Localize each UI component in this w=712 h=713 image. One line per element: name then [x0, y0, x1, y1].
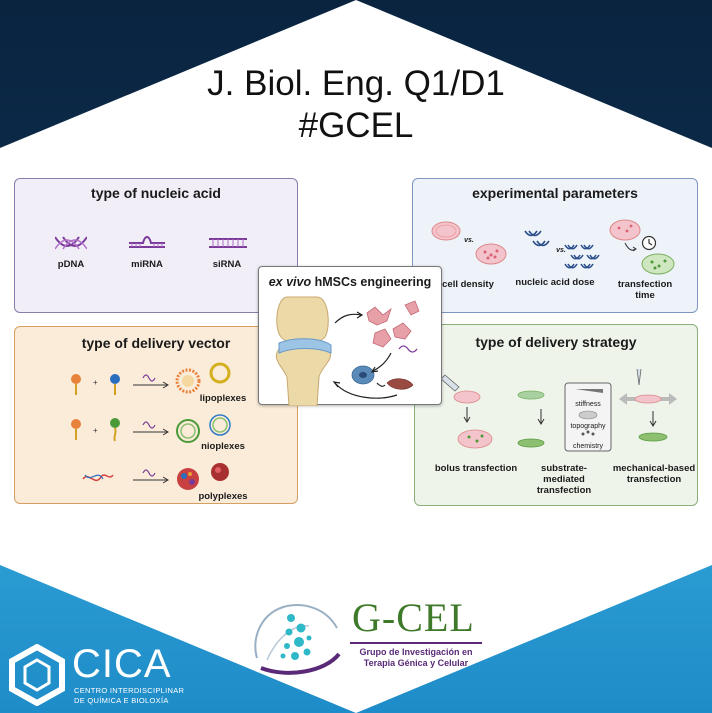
- center-title: ex vivo hMSCs engineering: [268, 275, 432, 289]
- substrate-option: topography: [570, 423, 606, 430]
- nucleic-acid-label: miRNA: [131, 259, 163, 270]
- dna-helix-icon: [55, 236, 87, 250]
- svg-text:+: +: [93, 378, 98, 387]
- gcel-divider: [350, 642, 482, 644]
- panel-delivery-vector: type of delivery vector + +: [14, 326, 298, 504]
- panel-delivery-strategy: type of delivery strategy stiffness topo…: [414, 324, 698, 506]
- cica-logo-text: CICA: [72, 642, 172, 686]
- culture-dish-icon: [475, 243, 507, 265]
- sirna-duplex-icon: [209, 238, 247, 248]
- gcel-logo-text: G-CEL: [352, 595, 475, 640]
- panel-experimental-parameters: experimental parameters vs. cell density…: [412, 178, 698, 313]
- clock-icon: [641, 235, 657, 251]
- substrate-option: chemistry: [573, 443, 603, 450]
- cica-hexagon-icon: [9, 644, 65, 706]
- gcel-subtitle-2: Terapia Génica y Celular: [363, 658, 469, 668]
- vector-label: nioplexes: [201, 441, 245, 452]
- svg-text:+: +: [93, 426, 98, 435]
- dna-small-icon: [524, 230, 550, 247]
- panel-title: experimental parameters: [472, 185, 638, 201]
- header-line-1: J. Biol. Eng. Q1/D1: [207, 64, 505, 103]
- joint-and-cells-illustration: [275, 296, 420, 406]
- vector-diagram: + +: [71, 362, 231, 490]
- center-hmscs-engineering: ex vivo hMSCs engineering: [258, 266, 442, 406]
- vs-label: vs.: [556, 247, 566, 254]
- gcel-subtitle-1: Grupo de Investigación en: [359, 647, 473, 657]
- panel-nucleic-acid: type of nucleic acid pDNA miRNA siRNA: [14, 178, 298, 313]
- dna-many-icon: [564, 244, 600, 269]
- strategy-label: mechanical-based transfection: [612, 463, 696, 485]
- nucleic-acid-label: siRNA: [212, 259, 242, 270]
- cica-subtitle-2: DE QUÍMICA E BIOLOXÍA: [74, 696, 169, 705]
- panel-title: type of nucleic acid: [91, 185, 221, 201]
- strategy-label: bolus transfection: [434, 463, 518, 474]
- culture-dish-green-icon: [641, 253, 675, 275]
- culture-dish-icon: [431, 221, 461, 241]
- nucleic-acid-label: pDNA: [57, 259, 85, 270]
- arrow-down-icon: [624, 242, 637, 252]
- parameter-label: cell density: [442, 279, 494, 290]
- header-line-2: #GCEL: [298, 106, 414, 145]
- gcel-emblem-icon: [254, 604, 341, 675]
- vector-label: polyplexes: [198, 491, 248, 502]
- parameter-label: transfection time: [617, 279, 673, 301]
- panel-title: type of delivery strategy: [475, 334, 637, 350]
- panel-title: type of delivery vector: [81, 335, 231, 351]
- vs-label: vs.: [464, 237, 474, 244]
- cica-subtitle-1: CENTRO INTERDISCIPLINAR: [74, 686, 185, 695]
- substrate-option: stiffness: [575, 401, 601, 408]
- strategy-label: substrate-mediated transfection: [536, 463, 592, 496]
- vector-label: lipoplexes: [199, 393, 247, 404]
- mirna-hairpin-icon: [129, 236, 165, 248]
- parameter-label: nucleic acid dose: [515, 277, 595, 288]
- culture-dish-icon: [609, 219, 641, 241]
- strategy-diagram: [440, 368, 677, 452]
